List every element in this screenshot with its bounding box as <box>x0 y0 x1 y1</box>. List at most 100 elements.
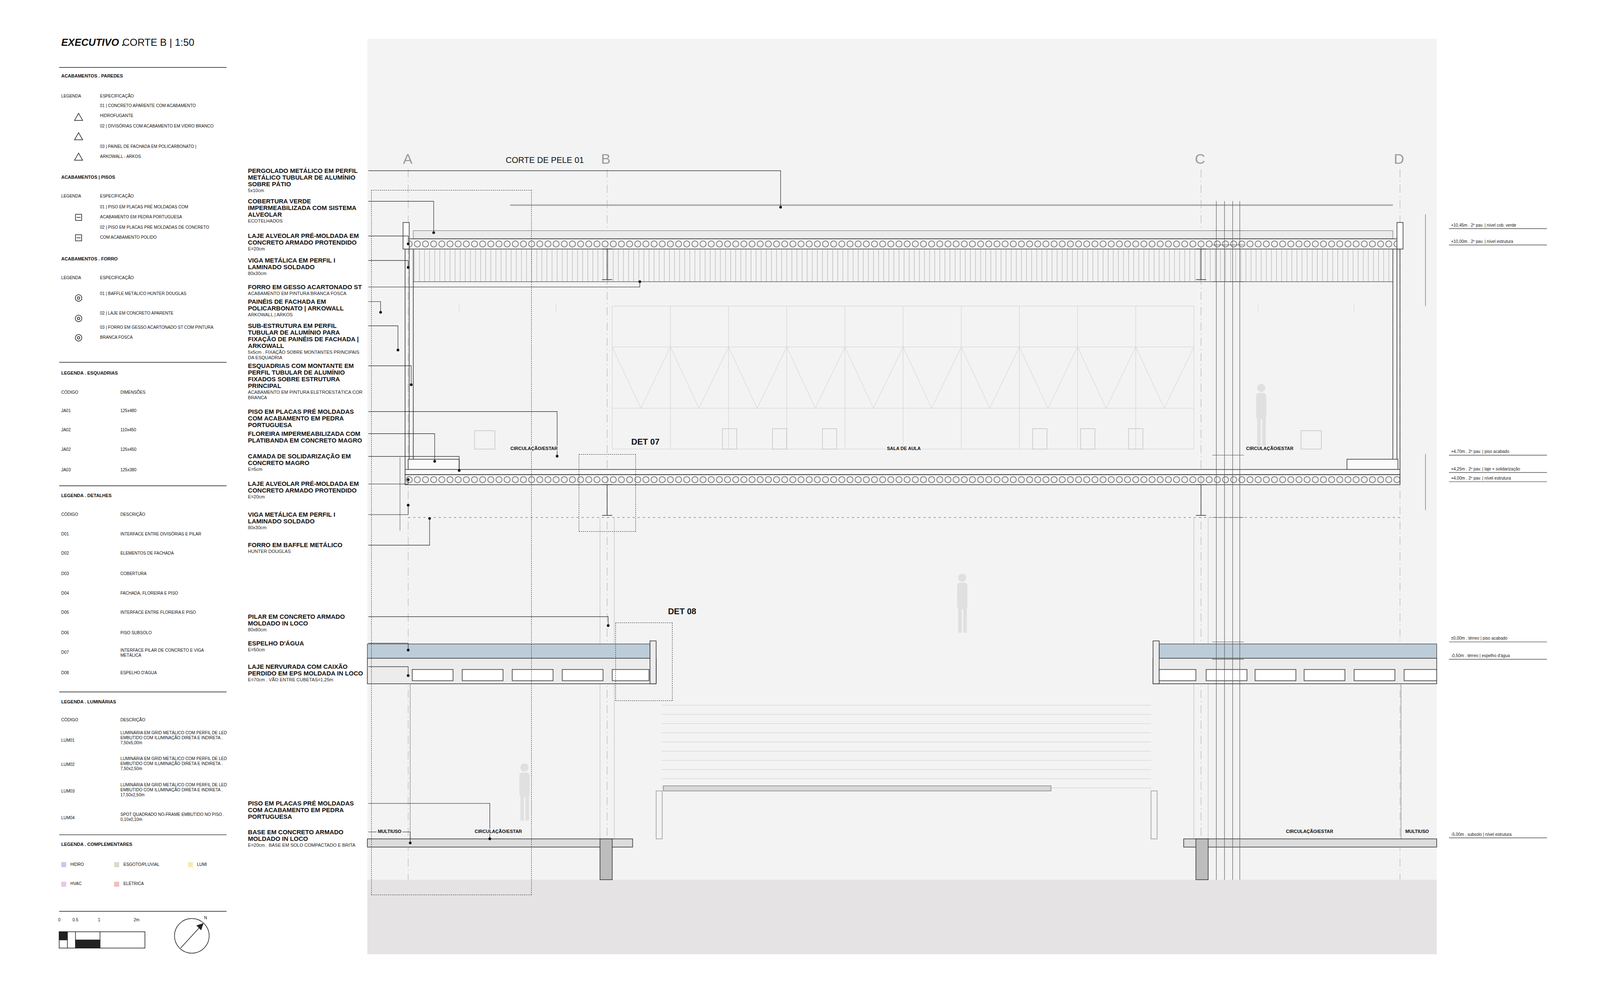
callout-title: PISO EM PLACAS PRÉ MOLDADAS COM ACABAMEN… <box>247 408 367 429</box>
leader-dot <box>606 624 610 627</box>
legend-text: HIDRO <box>70 862 84 868</box>
callout-title: ESPELHO D'ÁGUA <box>247 640 367 647</box>
callout-title: PILAR EM CONCRETO ARMADO MOLDADO IN LOCO <box>247 613 367 627</box>
table-cell: INTERFACE ENTRE DIVISÓRIAS E PILAR <box>120 531 223 537</box>
callout-title: PAINÉIS DE FACHADA EM POLICARBONATO | AR… <box>247 298 367 312</box>
leader-line <box>368 301 381 313</box>
callout-spec: HUNTER DOUGLAS <box>247 548 367 555</box>
table-cell: LEGENDA <box>61 93 82 99</box>
leader-line <box>368 201 434 233</box>
room-label: MULTIUSO <box>376 828 403 834</box>
table-cell: DIMENSÕES <box>120 390 146 395</box>
detail-callout: DET 08 <box>666 606 698 617</box>
detail-callout: CORTE DE PELE 01 <box>504 155 585 165</box>
section-heading: ACABAMENTOS . PAREDES <box>61 73 123 79</box>
leader-line <box>368 479 408 484</box>
detail-frame: DET 07 <box>578 454 636 532</box>
table-cell: D05 <box>61 610 69 615</box>
section-heading: LEGENDA . ESQUADRIAS <box>61 370 118 376</box>
level-label: +4,25m . 2º pav. | laje + solidarização <box>1450 466 1520 472</box>
table-cell: COBERTURA <box>120 571 223 577</box>
callout-spec: E=20cm <box>247 494 367 500</box>
leader-line <box>368 281 640 288</box>
room-label: CIRCULAÇÃO/ESTAR <box>1245 445 1295 451</box>
table-cell: JA02 <box>61 447 71 453</box>
legend-text: 01 | CONCRETO APARENTE COM ACABAMENTO HI… <box>100 100 218 121</box>
table-cell: 1 <box>97 917 101 923</box>
callout-title: PISO EM PLACAS PRÉ MOLDADAS COM ACABAMEN… <box>247 800 367 820</box>
level-label: +4,70m . 2º pav. | piso acabado <box>1450 449 1510 455</box>
level-lines <box>1449 228 1548 838</box>
table-cell: D04 <box>61 590 69 596</box>
table-cell: LUM02 <box>61 762 75 768</box>
table-cell: D01 <box>61 531 69 537</box>
table-cell: 0.5 <box>72 917 79 923</box>
table-cell: INTERFACE PILAR DE CONCRETO E VIGA METÁL… <box>120 647 205 658</box>
callout-title: PERGOLADO METÁLICO EM PERFIL METÁLICO TU… <box>247 167 367 188</box>
legend-text: 03 | FORRO EM GESSO ACARTONADO ST COM PI… <box>100 322 218 343</box>
drawing-title: EXECUTIVO . <box>61 36 125 49</box>
legend-text: LUMI <box>197 862 208 868</box>
table-cell: ELEMENTOS DE FACHADA <box>120 550 223 556</box>
table-cell: 125x450 <box>120 447 137 453</box>
callout-spec: ARKOWALL | ARKOS <box>247 312 367 318</box>
table-cell: LEGENDA <box>61 275 82 281</box>
legend-swatch <box>114 862 120 868</box>
leader-line <box>368 433 435 462</box>
section-cut-frame: CORTE DE PELE 01 <box>371 190 532 895</box>
leader-dot <box>433 460 436 463</box>
detail-callout: DET 07 <box>630 437 661 447</box>
legend-text: HVAC <box>70 881 82 887</box>
table-cell: LEGENDA <box>61 193 82 199</box>
legend-swatch <box>114 881 120 887</box>
leader-line <box>368 616 608 626</box>
leader-dot <box>406 674 410 677</box>
table-cell: ESPECIFICAÇÃO <box>100 275 134 281</box>
table-cell: JA03 <box>61 467 71 473</box>
table-cell: FACHADA, FLOREIRA E PISO <box>120 590 223 596</box>
callout-title: LAJE NERVURADA COM CAIXÃO PERDIDO EM EPS… <box>247 663 367 677</box>
callout-title: FORRO EM GESSO ACARTONADO ST <box>247 283 367 291</box>
leader-dot <box>379 310 382 314</box>
leader-line <box>368 365 412 385</box>
detail-frame: DET 08 <box>615 622 673 702</box>
section-heading: LEGENDA . COMPLEMENTARES <box>61 841 133 847</box>
leader-dot <box>555 454 559 458</box>
table-cell: 125x480 <box>120 408 137 414</box>
table-cell: D03 <box>61 571 69 577</box>
section-heading: LEGENDA . DETALHES <box>61 492 112 498</box>
leader-line <box>368 803 490 839</box>
leader-line <box>368 325 398 350</box>
callout-spec: ACABAMENTO EM PINTURA BRANCA FOSCA <box>247 290 367 297</box>
callout-spec: E=20cm . BASE EM SOLO COMPACTADO E BRITA <box>247 842 367 848</box>
leader-dot <box>406 478 410 481</box>
people <box>519 383 1267 821</box>
table-cell: LUM03 <box>61 788 75 794</box>
callout-spec: E=70cm . VÃO ENTRE CUBETAS=1,25m <box>247 677 367 683</box>
table-cell: SPOT QUADRADO NO-FRAME EMBUTIDO NO PISO … <box>120 812 233 823</box>
room-label: SALA DE AULA <box>885 445 923 451</box>
section-heading: LEGENDA . LUMINÁRIAS <box>61 699 117 705</box>
legend-text: ESGOTO/PLUVIAL <box>123 862 160 868</box>
leader-line <box>368 260 408 268</box>
section-heading: ACABAMENTOS . FORRO <box>61 256 118 262</box>
table-cell: PISO SUBSOLO <box>120 630 223 636</box>
table-cell: LUM01 <box>61 737 75 743</box>
leader-dot <box>410 383 413 386</box>
table-cell: 0 <box>58 917 61 923</box>
leader-dot <box>779 205 782 209</box>
legend-text: 03 | PAINEL DE FACHADA EM POLICARBONATO … <box>100 141 218 162</box>
table-cell: JA02 <box>61 427 71 433</box>
callout-spec: 80x30cm <box>247 525 367 531</box>
callout-spec: E=5cm <box>247 466 367 473</box>
leader-line <box>368 170 781 208</box>
legend-text: 02 | DIVISÓRIAS COM ACABAMENTO EM VIDRO … <box>100 121 218 132</box>
table-cell: DESCRIÇÃO <box>120 717 145 723</box>
callout-spec: E=20cm <box>247 246 367 252</box>
table-cell: D02 <box>61 550 69 556</box>
dimension-chain <box>1212 200 1244 880</box>
table-cell: ESPELHO D'ÁGUA <box>120 670 223 676</box>
leader-line <box>368 518 430 545</box>
legend-text: 02 | LAJE EM CONCRETO APARENTE <box>100 308 218 319</box>
room-label: CIRCULAÇÃO/ESTAR <box>509 445 559 451</box>
